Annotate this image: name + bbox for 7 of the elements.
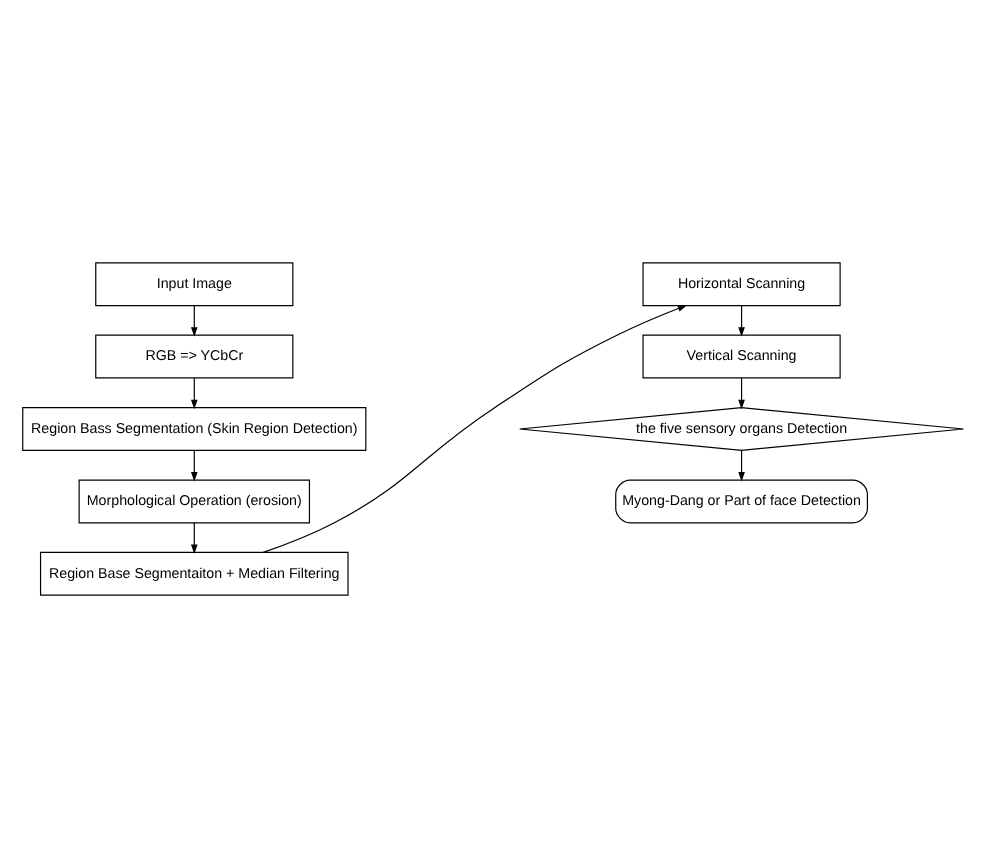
- arrow: [737, 449, 744, 482]
- arrow: [737, 305, 744, 337]
- arrow: [737, 377, 744, 410]
- arrow: [189, 305, 197, 337]
- arrow: [189, 377, 197, 410]
- arrow: [189, 449, 197, 482]
- arrow: [189, 522, 197, 554]
